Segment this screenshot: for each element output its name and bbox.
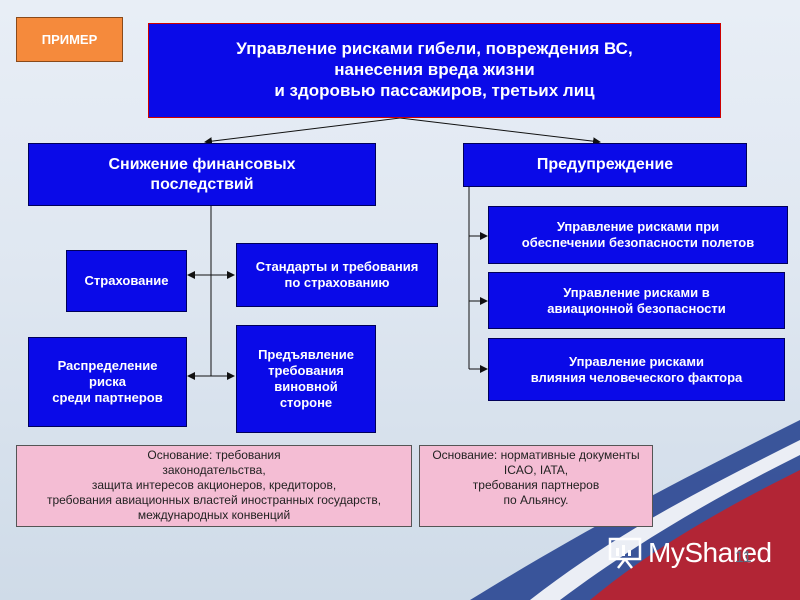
right-header-box: Предупреждение — [463, 143, 747, 187]
example-badge: ПРИМЕР — [16, 17, 123, 62]
basis-right-box: Основание: нормативные документы ICAO, I… — [419, 445, 653, 527]
presentation-icon — [608, 537, 642, 569]
distribution-box: Распределение риска среди партнеров — [28, 337, 187, 427]
left-header-box: Снижение финансовых последствий — [28, 143, 376, 206]
insurance-box: Страхование — [66, 250, 187, 312]
standards-box: Стандарты и требования по страхованию — [236, 243, 438, 307]
claims-box: Предъявление требования виновной стороне — [236, 325, 376, 433]
right-item-flight-safety: Управление рисками при обеспечении безоп… — [488, 206, 788, 264]
page-number: 11 — [735, 549, 752, 566]
basis-left-box: Основание: требования законодательства, … — [16, 445, 412, 527]
logo-text: MyShared — [648, 537, 772, 568]
title-box: Управление рисками гибели, повреждения В… — [148, 23, 721, 118]
right-item-human-factor: Управление рисками влияния человеческого… — [488, 338, 785, 401]
myshared-logo: MyShared — [608, 536, 772, 570]
right-item-aviation-security: Управление рисками в авиационной безопас… — [488, 272, 785, 329]
